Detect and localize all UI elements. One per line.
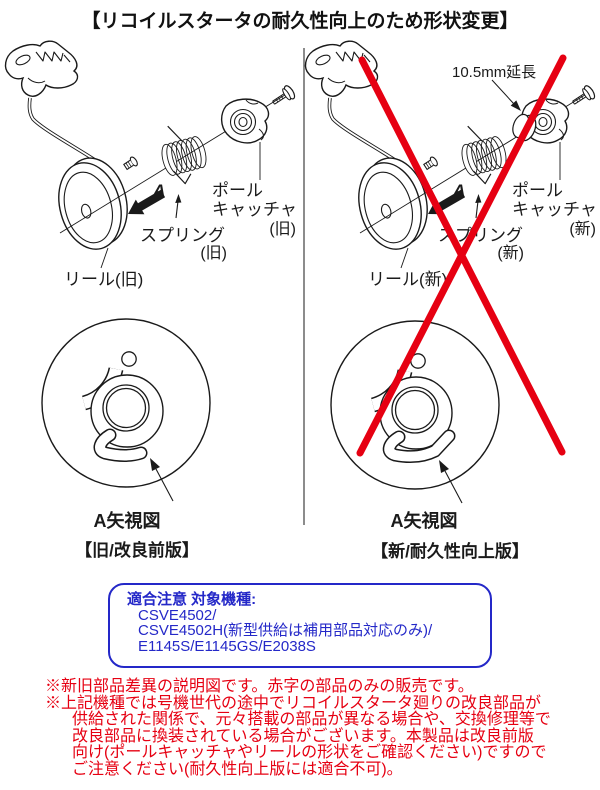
pole-catcher-label-new-line2: キャッチャ (512, 200, 597, 219)
page-title: 【リコイルスタータの耐久性向上のため形状変更】 (81, 11, 519, 32)
notice-model-line: CSVE4502/ (138, 606, 217, 624)
reel-label-new: リール(新) (368, 270, 447, 289)
reel-label-old: リール(旧) (64, 270, 143, 289)
footnote-line: ご注意ください(耐久性向上版には適合不可)。 (72, 760, 403, 778)
notice-model-line: E1145S/E1145GS/E2038S (138, 637, 316, 655)
extension-note-label: 10.5mm延長 (452, 64, 536, 81)
hook-pointer-arrow-icon (150, 458, 174, 502)
panel-caption-new: 【新/耐久性向上版】 (371, 541, 529, 561)
panel-caption-old: 【旧/改良前版】 (75, 540, 199, 560)
footnote-line: ※新旧部品差異の説明図です。赤字の部品のみの販売です。 (45, 678, 474, 695)
notice-model-line: CSVE4502H(新型供給は補用部品対応のみ)/ (138, 622, 433, 639)
footnote-line: 向け(ポールキャッチャやリールの形状をご確認ください)ですので (72, 744, 547, 762)
pole-catcher-label-old-line1: ポール (212, 181, 263, 200)
footnote-line: 改良部品に換装されている場合がございます。本製品は改良前版 (72, 727, 534, 745)
old-version-panel: A ポール キャッチャ (旧) スプリング (旧) リール(旧) (3, 39, 299, 560)
view-letter-new: A (452, 181, 465, 200)
footnote-line: 供給された関係で、元々搭載の部品が異なる場合や、交換修理等で (72, 711, 551, 729)
parts-comparison-diagram: A ポール キャッチャ (旧) スプリング (旧) リール(旧) (3, 39, 599, 561)
view-caption-new: A矢視図 (391, 510, 458, 531)
pole-catcher-suffix-old: (旧) (269, 220, 296, 238)
notice-heading: 適合注意 対象機種: (127, 591, 257, 608)
footnote-line: ※上記機種では号機世代の途中でリコイルスタータ廻りの改良部品が (45, 694, 542, 712)
pole-catcher-suffix-new: (新) (569, 220, 596, 238)
view-caption-old: A矢視図 (94, 510, 161, 531)
red-cross-out-mark (356, 54, 567, 457)
compatibility-notice-box: 適合注意 対象機種: CSVE4502/ CSVE4502H(新型供給は補用部品… (108, 583, 492, 668)
pole-catcher-label-new-line1: ポール (512, 181, 563, 200)
pole-catcher-label-old-line2: キャッチャ (212, 200, 297, 219)
spring-suffix-old: (旧) (200, 244, 227, 262)
spring-suffix-new: (新) (497, 244, 524, 262)
view-detail-new (330, 320, 500, 504)
spring-label-old: スプリング (140, 226, 225, 245)
spring-label-new: スプリング (438, 226, 523, 245)
extension-leader-arrow-icon (491, 79, 521, 111)
view-letter-old: A (152, 181, 165, 200)
hook-pointer-arrow-icon (439, 460, 463, 504)
view-detail-old (41, 318, 211, 502)
footnotes: ※新旧部品差異の説明図です。赤字の部品のみの販売です。 ※上記機種では号機世代の… (45, 678, 598, 779)
new-version-panel: 10.5mm延長 A ポール キャッチャ (新) スプリング (新) リール(新… (303, 39, 599, 561)
